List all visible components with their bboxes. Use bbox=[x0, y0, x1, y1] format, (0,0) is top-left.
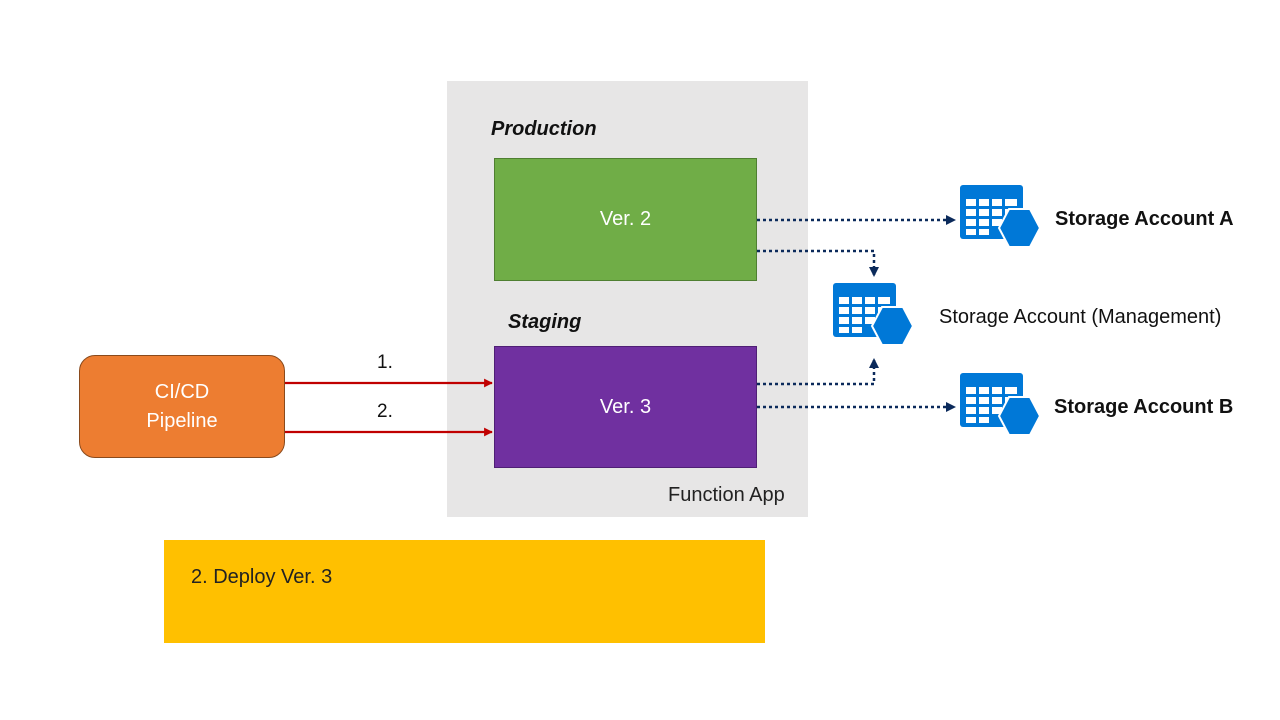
production-version-label: Ver. 2 bbox=[599, 208, 652, 230]
staging-slot-box: Ver. 3 bbox=[494, 346, 757, 468]
caption-text: 2. Deploy Ver. 3 bbox=[191, 566, 333, 588]
storage-account-management-label: Storage Account (Management) bbox=[939, 306, 1222, 328]
storage-account-b-label: Storage Account B bbox=[1054, 396, 1234, 418]
function-app-label: Function App bbox=[668, 484, 785, 506]
production-slot-box: Ver. 2 bbox=[494, 158, 757, 281]
caption-banner: 2. Deploy Ver. 3 bbox=[164, 540, 765, 643]
storage-account-a-icon bbox=[960, 185, 1042, 248]
staging-slot-label: Staging bbox=[508, 311, 582, 333]
staging-version-label: Ver. 3 bbox=[599, 395, 652, 418]
pipeline-label-line1: CI/CD bbox=[154, 380, 210, 403]
pipeline-label-line2: Pipeline bbox=[146, 409, 218, 432]
production-slot-label: Production bbox=[491, 118, 597, 140]
cicd-pipeline-box: CI/CD Pipeline bbox=[79, 355, 285, 458]
step-1-label: 1. bbox=[377, 352, 393, 373]
storage-account-management-icon bbox=[833, 283, 915, 346]
step-2-label: 2. bbox=[377, 401, 393, 422]
storage-account-a-label: Storage Account A bbox=[1055, 208, 1234, 230]
storage-account-b-icon bbox=[960, 373, 1042, 436]
